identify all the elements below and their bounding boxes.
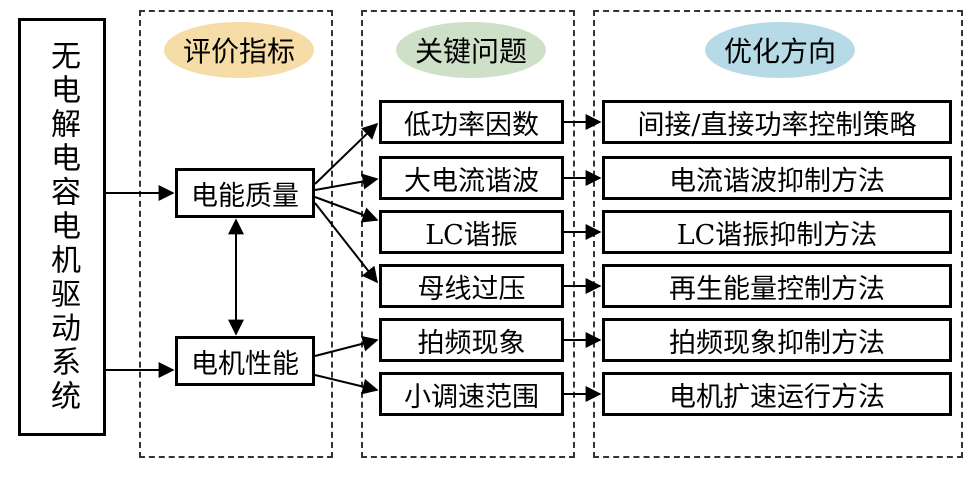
problems-header: 关键问题	[396, 22, 546, 78]
indicators-header: 评价指标	[164, 22, 314, 78]
problem-small-speed-range: 小调速范围	[379, 372, 564, 416]
arrow-pq-to-lc-resonance	[314, 196, 379, 223]
arrow-pq-to-harmonics	[314, 173, 379, 191]
problem-bus-overvoltage: 母线过压	[379, 264, 564, 308]
direction-lc-resonance-suppression: LC谐振抑制方法	[602, 210, 952, 254]
direction-speed-extension: 电机扩速运行方法	[602, 372, 952, 416]
problem-large-current-harmonics: 大电流谐波	[379, 156, 564, 200]
arrow-mp-to-beat	[314, 335, 379, 357]
direction-harmonic-suppression: 电流谐波抑制方法	[602, 156, 952, 200]
problem-beat-phenomenon: 拍频现象	[379, 318, 564, 362]
direction-regenerative-energy-control: 再生能量控制方法	[602, 264, 952, 308]
arrow-pq-to-overvoltage	[314, 202, 378, 284]
system-box: 无电解电容电机驱动系统	[18, 18, 106, 436]
indicator-power-quality: 电能质量	[175, 168, 315, 218]
direction-power-control-strategy: 间接/直接功率控制策略	[602, 100, 952, 144]
arrow-pq-to-low-power-factor	[314, 122, 379, 185]
direction-beat-suppression: 拍频现象抑制方法	[602, 318, 952, 362]
problem-low-power-factor: 低功率因数	[379, 100, 564, 144]
indicators-column-frame	[139, 10, 333, 458]
directions-header: 优化方向	[705, 22, 855, 78]
indicator-motor-performance: 电机性能	[175, 336, 315, 386]
system-label: 无电解电容电机驱动系统	[45, 40, 80, 414]
arrow-mp-to-speed-range	[314, 374, 379, 395]
problems-column-frame	[361, 10, 575, 458]
problem-lc-resonance: LC谐振	[379, 210, 564, 254]
